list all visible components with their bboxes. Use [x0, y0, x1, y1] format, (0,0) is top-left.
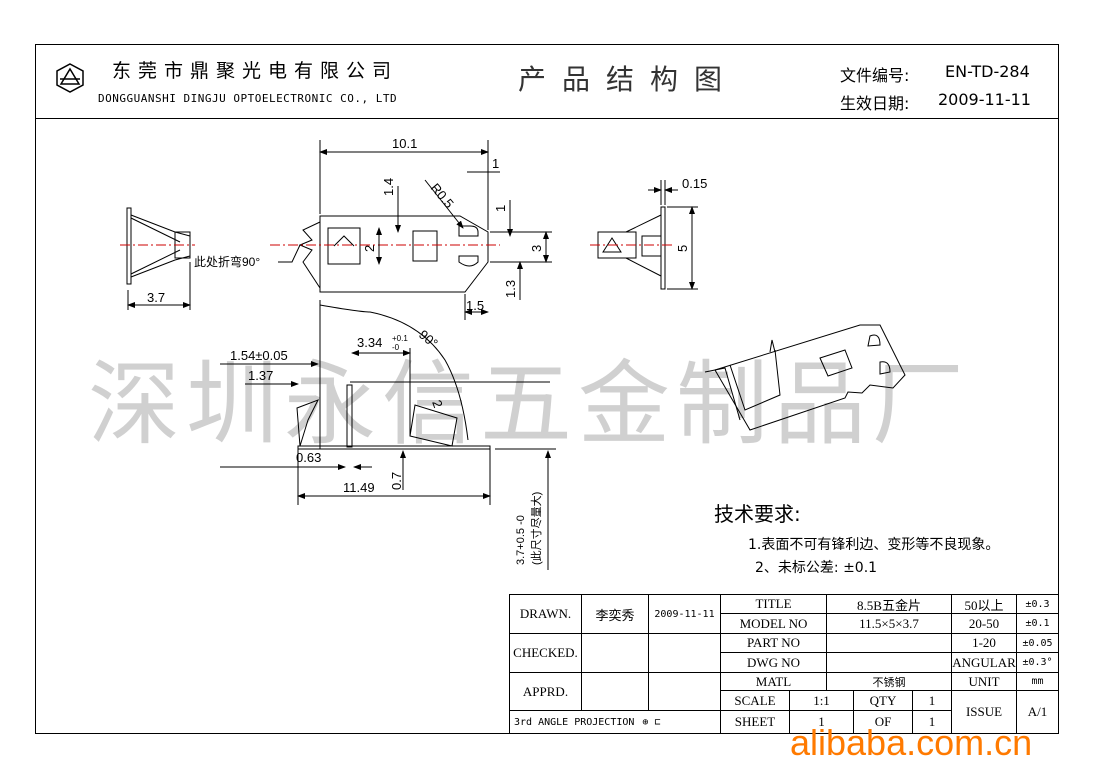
projection-cell: 3rd ANGLE PROJECTION ⊕ ⊏ [509, 710, 721, 734]
tol-value: ±0.3° [1016, 652, 1059, 673]
checked-label: CHECKED. [509, 633, 582, 673]
qty-label: QTY [853, 690, 913, 711]
qty-value: 1 [912, 690, 952, 711]
issue-value: A/1 [1016, 690, 1059, 734]
company-name-cn: 东莞市鼎聚光电有限公司 [112, 60, 399, 82]
dim-side-11-49: 11.49 [343, 480, 375, 495]
dim-side-3-34: 3.34 [357, 335, 382, 350]
requirement-item: 1.表面不可有锋利边、变形等不良现象。 [748, 537, 1000, 553]
dwg-value [826, 652, 952, 673]
top-view: 10.1 1 R0.5 1.4 2 1 3 1.3 1.5 此处折弯90° [194, 136, 552, 320]
tol-value: ±0.05 [1016, 633, 1059, 653]
dwg-label: DWG NO [720, 652, 827, 673]
checked-name [581, 633, 649, 673]
effective-date-label: 生效日期: [840, 94, 910, 113]
matl-label: MATL [720, 672, 827, 691]
file-number: EN-TD-284 [945, 62, 1030, 81]
drawn-label: DRAWN. [509, 594, 582, 634]
apprd-date [648, 672, 721, 711]
dim-side-height: 3.7+0.5 -0 [515, 515, 527, 565]
requirements-title: 技术要求: [714, 502, 801, 526]
dim-radius: R0.5 [428, 180, 457, 211]
title-label: TITLE [720, 594, 827, 614]
company-logo-icon [56, 63, 84, 93]
dim-side-height-note: (此尺寸尽量大) [529, 492, 543, 565]
right-view: 0.15 5 [590, 176, 707, 290]
model-value: 11.5×5×3.7 [826, 613, 952, 634]
requirement-item: 2、未标公差: ±0.1 [755, 560, 878, 576]
dim-side-2: 2 [429, 398, 446, 410]
model-label: MODEL NO [720, 613, 827, 634]
dim-top-tab: 1 [492, 156, 499, 171]
company-name-en: DONGGUANSHI DINGJU OPTOELECTRONIC CO., L… [98, 92, 398, 105]
document-title: 产品结构图 [518, 63, 739, 96]
dim-left-width: 3.7 [147, 290, 165, 305]
dim-1-right: 1 [493, 205, 508, 212]
dim-1-5: 1.5 [466, 298, 484, 313]
tol-value: ±0.3 [1016, 594, 1059, 614]
effective-date: 2009-11-11 [938, 90, 1031, 109]
tol-range: ANGULAR [951, 652, 1017, 673]
tol-value: ±0.1 [1016, 613, 1059, 634]
dim-side-1-54: 1.54±0.05 [230, 348, 288, 363]
unit-value: mm [1016, 672, 1059, 691]
dim-right-height: 5 [675, 245, 690, 252]
dim-side-0-7: 0.7 [389, 472, 404, 490]
drawn-date: 2009-11-11 [648, 594, 721, 634]
drawn-name: 李奕秀 [581, 594, 649, 634]
apprd-name [581, 672, 649, 711]
scale-value: 1:1 [789, 690, 854, 711]
dim-3: 3 [529, 245, 544, 252]
header-divider [35, 118, 1059, 119]
matl-value: 不锈钢 [826, 672, 952, 691]
tol-range: 50以上 [951, 594, 1017, 614]
apprd-label: APPRD. [509, 672, 582, 711]
dim-2: 2 [362, 245, 377, 252]
projection-symbol-icon: ⊕ ⊏ [642, 716, 661, 728]
side-view: 1.54±0.05 1.37 3.34 +0.1 -0 90° 2 0.63 1… [220, 300, 556, 570]
dim-right-thickness: 0.15 [682, 176, 707, 191]
dim-side-3-34-tol-lower: -0 [392, 343, 400, 352]
file-number-label: 文件编号: [840, 66, 910, 85]
projection-label: 3rd ANGLE PROJECTION [514, 716, 635, 728]
part-label: PART NO [720, 633, 827, 653]
dim-side-0-63: 0.63 [296, 450, 321, 465]
dim-side-angle: 90° [416, 327, 441, 351]
dim-1-4: 1.4 [381, 178, 396, 196]
tol-range: 1-20 [951, 633, 1017, 653]
left-view: 3.7 [120, 207, 195, 310]
dim-top-length: 10.1 [392, 136, 417, 151]
unit-label: UNIT [951, 672, 1017, 691]
checked-date [648, 633, 721, 673]
bend-note: 此处折弯90° [194, 254, 260, 269]
site-watermark: alibaba.com.cn [790, 722, 1033, 763]
tol-range: 20-50 [951, 613, 1017, 634]
factory-watermark: 深圳永信五金制品厂 [88, 351, 971, 458]
sheet-label: SHEET [720, 710, 790, 734]
title-value: 8.5B五金片 [826, 594, 952, 614]
dim-side-1-37: 1.37 [248, 368, 273, 383]
dim-side-3-34-tol-upper: +0.1 [392, 334, 408, 343]
scale-label: SCALE [720, 690, 790, 711]
part-value [826, 633, 952, 653]
isometric-view [704, 324, 906, 431]
dim-1-3: 1.3 [503, 280, 518, 298]
